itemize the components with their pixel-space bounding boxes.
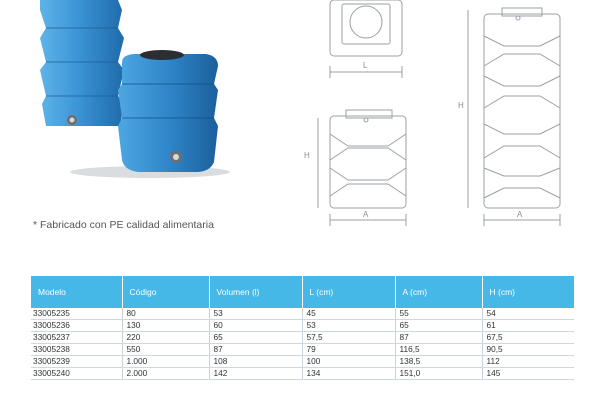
table-row: 33005235 80 53 45 55 54 xyxy=(31,308,574,320)
small-tank-drawing xyxy=(317,109,407,226)
cell-h: 67,5 xyxy=(482,331,574,344)
cell-a: 65 xyxy=(395,319,483,332)
short-tank-image xyxy=(118,50,218,172)
cell-volumen: 53 xyxy=(209,308,303,320)
header-l: L (cm) xyxy=(302,276,396,308)
cell-l: 57,5 xyxy=(302,331,396,344)
cell-h: 61 xyxy=(482,319,574,332)
cell-volumen: 87 xyxy=(209,343,303,356)
top-view-width-label: L xyxy=(363,61,368,70)
tall-tank-image xyxy=(40,0,124,126)
cell-modelo: 33005238 xyxy=(31,343,123,356)
table-row: 33005240 2.000 142 134 151,0 145 xyxy=(31,367,574,380)
table-row: 33005239 1.000 108 100 138,5 112 xyxy=(31,355,574,368)
header-codigo: Código xyxy=(122,276,210,308)
small-tank-height-label: H xyxy=(304,151,310,160)
table-row: 33005236 130 60 53 65 61 xyxy=(31,319,574,332)
cell-h: 145 xyxy=(482,367,574,380)
large-tank-drawing xyxy=(467,7,561,226)
cell-a: 87 xyxy=(395,331,483,344)
large-tank-width-label: A xyxy=(517,210,523,219)
table-row: 33005238 550 87 79 116,5 90,5 xyxy=(31,343,574,356)
cell-l: 45 xyxy=(302,308,396,320)
cell-codigo: 1.000 xyxy=(122,355,210,368)
cell-modelo: 33005239 xyxy=(31,355,123,368)
table-header-row: Modelo Código Volumen (l) L (cm) A (cm) … xyxy=(31,276,574,308)
cell-a: 55 xyxy=(395,308,483,320)
cell-codigo: 550 xyxy=(122,343,210,356)
cell-h: 54 xyxy=(482,308,574,320)
cell-codigo: 2.000 xyxy=(122,367,210,380)
product-photo xyxy=(40,0,230,178)
header-h: H (cm) xyxy=(489,287,516,297)
cell-volumen: 60 xyxy=(209,319,303,332)
cell-l: 100 xyxy=(302,355,396,368)
cell-h: 90,5 xyxy=(482,343,574,356)
cell-codigo: 80 xyxy=(122,308,210,320)
specs-table-wrapper: Modelo Código Volumen (l) L (cm) A (cm) … xyxy=(31,276,574,380)
cell-codigo: 220 xyxy=(122,331,210,344)
cell-a: 138,5 xyxy=(395,355,483,368)
large-tank-height-label: H xyxy=(458,101,464,110)
cell-modelo: 33005235 xyxy=(31,308,123,320)
cell-modelo: 33005236 xyxy=(31,319,123,332)
cell-codigo: 130 xyxy=(122,319,210,332)
specs-table: Modelo Código Volumen (l) L (cm) A (cm) … xyxy=(31,276,574,380)
header-a: A (cm) xyxy=(395,276,483,308)
technical-drawing: L H A H A xyxy=(304,0,561,226)
header-volumen: Volumen (l) xyxy=(209,276,303,308)
cell-volumen: 65 xyxy=(209,331,303,344)
cell-a: 151,0 xyxy=(395,367,483,380)
header-modelo: Modelo xyxy=(31,276,123,308)
cell-volumen: 142 xyxy=(209,367,303,380)
cell-h: 112 xyxy=(482,355,574,368)
top-view xyxy=(329,0,403,78)
cell-volumen: 108 xyxy=(209,355,303,368)
cell-l: 79 xyxy=(302,343,396,356)
material-note: * Fabricado con PE calidad alimentaria xyxy=(33,219,214,231)
cell-modelo: 33005237 xyxy=(31,331,123,344)
cell-a: 116,5 xyxy=(395,343,483,356)
table-row: 33005237 220 65 57,5 87 67,5 xyxy=(31,331,574,344)
small-tank-width-label: A xyxy=(363,210,369,219)
cell-l: 53 xyxy=(302,319,396,332)
cell-modelo: 33005240 xyxy=(31,367,123,380)
cell-l: 134 xyxy=(302,367,396,380)
